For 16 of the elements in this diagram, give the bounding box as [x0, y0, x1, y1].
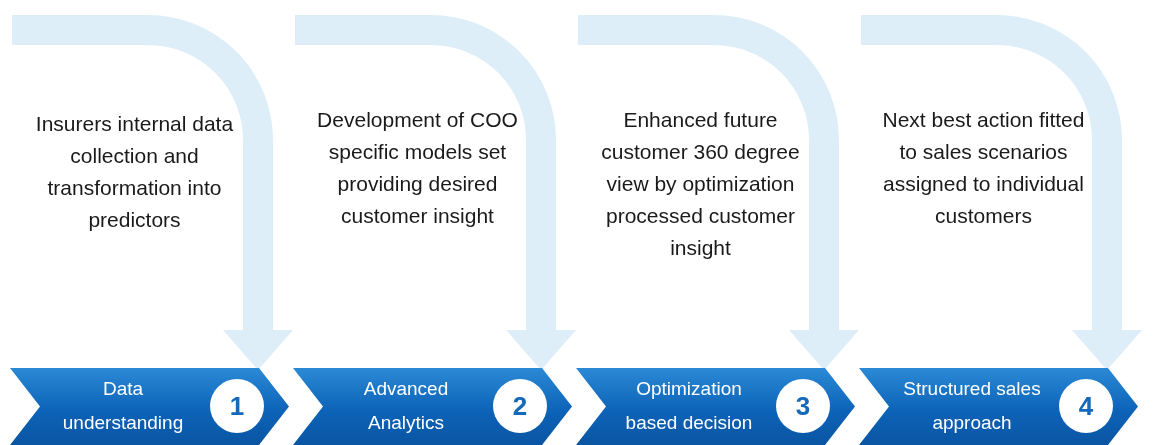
step-title: Advanced Analytics: [362, 377, 450, 435]
curved-arrow: [12, 15, 293, 370]
step-number-circle: 4: [1059, 379, 1113, 433]
step-number-circle: 3: [776, 379, 830, 433]
step-title: Optimization based decision: [624, 377, 754, 435]
step-description: Insurers internal data collection and transformation into predictors: [34, 111, 235, 233]
curved-arrow: [861, 15, 1142, 370]
step-description: Development of COO specific models set providing desired customer insight: [316, 107, 519, 229]
step-number-circle: 1: [210, 379, 264, 433]
curved-arrow: [295, 15, 576, 370]
step-title: Data understanding: [61, 377, 185, 435]
curved-arrow: [578, 15, 859, 370]
step-number-circle: 2: [493, 379, 547, 433]
step-description: Next best action fitted to sales scenarios assigned to individual customers: [881, 107, 1086, 229]
step-description: Enhanced future customer 360 degree view by optimization processed customer insight: [600, 107, 801, 261]
step-title: Structured sales approach: [902, 377, 1042, 435]
